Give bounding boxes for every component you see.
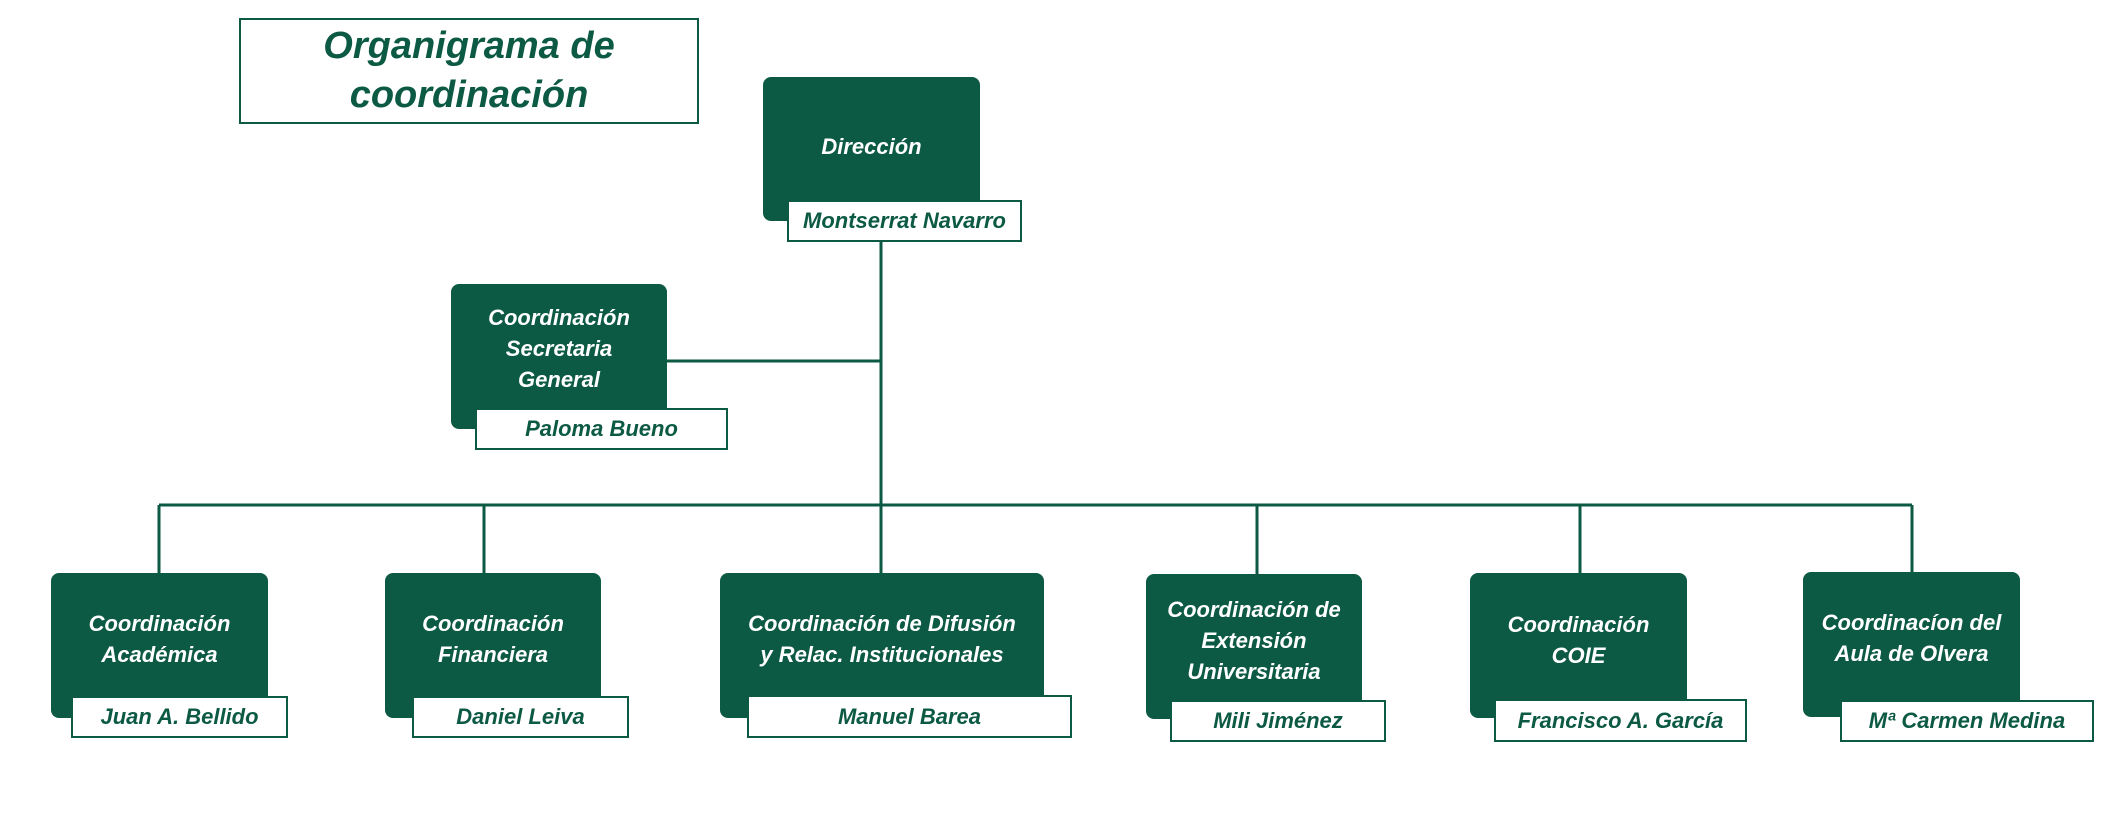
node-coie-role: Coordinación COIE	[1507, 611, 1650, 668]
name-direccion-text: Montserrat Navarro	[803, 208, 1006, 233]
node-extension: Coordinación de Extensión Universitaria	[1146, 574, 1362, 719]
node-coie: Coordinación COIE	[1470, 573, 1687, 718]
name-coie-text: Francisco A. García	[1517, 707, 1724, 733]
node-direccion: Dirección	[763, 77, 980, 221]
name-secretaria: Paloma Bueno	[475, 408, 728, 450]
node-olvera-role: Coordinacíon del Aula de Olvera	[1821, 609, 2002, 666]
node-difusion-role: Coordinación de Difusión y Relac. Instit…	[748, 610, 1016, 667]
node-extension-role: Coordinación de Extensión Universitaria	[1167, 597, 1341, 684]
name-difusion: Manuel Barea	[747, 695, 1072, 738]
chart-title-text: Organigrama de coordinación	[323, 25, 615, 116]
chart-title: Organigrama de coordinación	[239, 18, 699, 124]
name-financiera: Daniel Leiva	[412, 696, 629, 738]
name-financiera-text: Daniel Leiva	[456, 704, 585, 729]
node-olvera: Coordinacíon del Aula de Olvera	[1803, 572, 2020, 717]
node-academica: Coordinación Académica	[51, 573, 268, 718]
node-secretaria: Coordinación Secretaria General	[451, 284, 667, 429]
name-secretaria-text: Paloma Bueno	[525, 416, 678, 441]
node-academica-role: Coordinación Académica	[88, 610, 231, 667]
name-direccion: Montserrat Navarro	[787, 200, 1022, 242]
name-academica-text: Juan A. Bellido	[100, 704, 259, 729]
node-direccion-role: Dirección	[821, 133, 922, 159]
name-olvera-text: Mª Carmen Medina	[1868, 708, 2066, 733]
node-financiera-role: Coordinación Financiera	[422, 610, 564, 667]
name-academica: Juan A. Bellido	[71, 696, 288, 738]
name-extension: Mili Jiménez	[1170, 700, 1386, 742]
node-difusion: Coordinación de Difusión y Relac. Instit…	[720, 573, 1044, 718]
name-olvera: Mª Carmen Medina	[1840, 700, 2094, 742]
name-extension-text: Mili Jiménez	[1213, 708, 1343, 733]
node-financiera: Coordinación Financiera	[385, 573, 601, 718]
name-coie: Francisco A. García	[1494, 699, 1747, 742]
name-difusion-text: Manuel Barea	[837, 703, 982, 729]
node-secretaria-role: Coordinación Secretaria General	[488, 305, 630, 392]
